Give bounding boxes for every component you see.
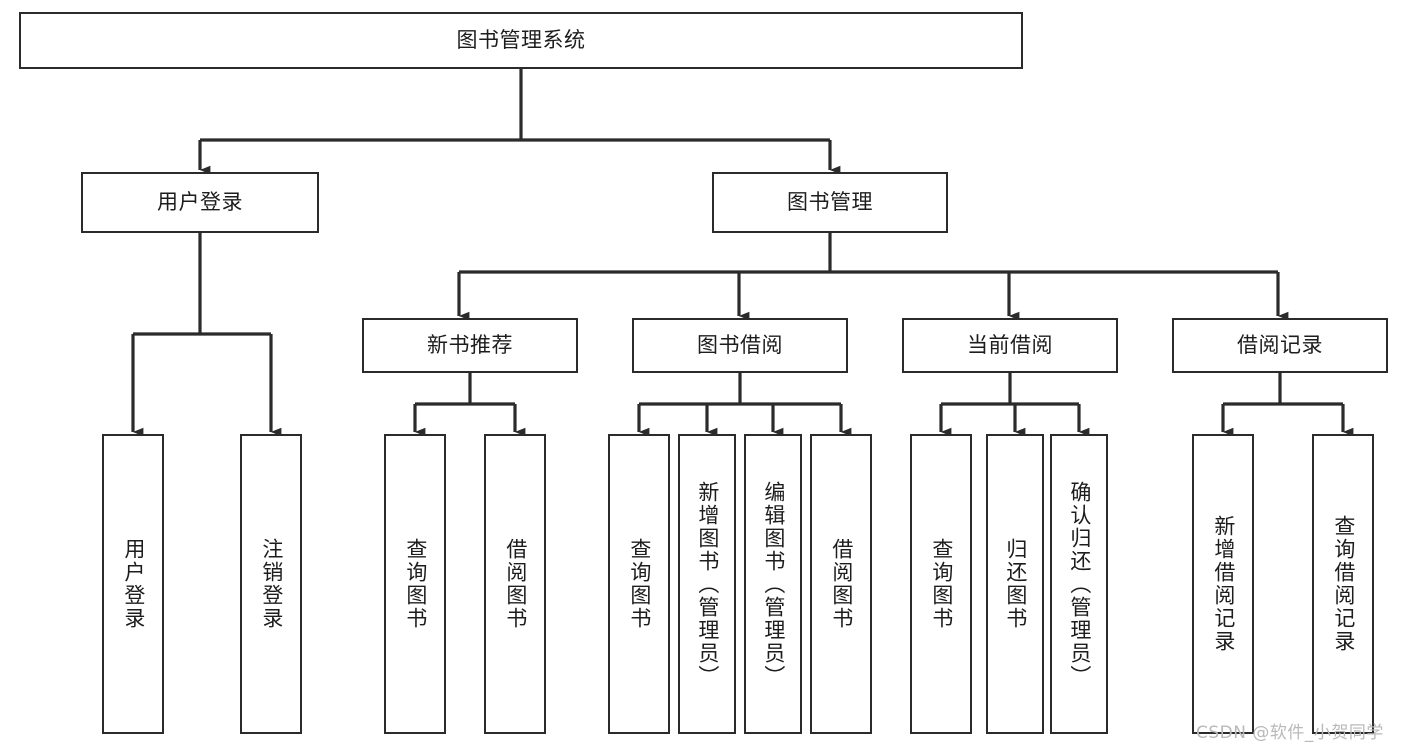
node-leaf-confirm-return[interactable]: 确认归还（管理员） [1050,434,1108,734]
node-leaf-return-book-label: 归还图书 [1003,538,1028,630]
node-leaf-borrow-book-2-label: 借阅图书 [829,538,854,630]
node-book-borrow-label: 图书借阅 [697,332,783,357]
node-leaf-query-book-1[interactable]: 查询图书 [384,434,446,734]
csdn-watermark: CSDN @软件_小贺同学 [1196,723,1384,743]
node-leaf-edit-book[interactable]: 编辑图书（管理员） [744,434,802,734]
node-leaf-add-book[interactable]: 新增图书（管理员） [678,434,736,734]
node-root-label: 图书管理系统 [456,27,586,52]
node-book-manage-label: 图书管理 [787,189,873,214]
node-root[interactable]: 图书管理系统 [19,12,1023,69]
node-leaf-query-book-2-label: 查询图书 [627,538,652,630]
node-borrow-record-label: 借阅记录 [1237,332,1323,357]
node-new-book-recommend[interactable]: 新书推荐 [362,318,578,373]
node-leaf-add-book-label: 新增图书（管理员） [695,480,720,688]
node-borrow-record[interactable]: 借阅记录 [1172,318,1388,373]
node-leaf-query-record[interactable]: 查询借阅记录 [1312,434,1374,734]
node-leaf-borrow-book-1[interactable]: 借阅图书 [484,434,546,734]
node-current-borrow[interactable]: 当前借阅 [902,318,1118,373]
node-leaf-user-login[interactable]: 用户登录 [102,434,164,734]
node-book-manage[interactable]: 图书管理 [712,172,948,233]
node-leaf-borrow-book-1-label: 借阅图书 [503,538,528,630]
node-leaf-user-login-label: 用户登录 [121,538,146,630]
node-leaf-borrow-book-2[interactable]: 借阅图书 [810,434,872,734]
node-leaf-query-record-label: 查询借阅记录 [1331,515,1356,653]
node-leaf-confirm-return-label: 确认归还（管理员） [1067,480,1092,688]
node-book-borrow[interactable]: 图书借阅 [632,318,848,373]
node-leaf-return-book[interactable]: 归还图书 [986,434,1044,734]
node-current-borrow-label: 当前借阅 [967,332,1053,357]
node-leaf-user-logout[interactable]: 注销登录 [240,434,302,734]
node-user-login-label: 用户登录 [157,189,243,214]
node-leaf-add-record[interactable]: 新增借阅记录 [1192,434,1254,734]
node-leaf-query-book-3[interactable]: 查询图书 [910,434,972,734]
node-leaf-query-book-1-label: 查询图书 [403,538,428,630]
node-new-book-recommend-label: 新书推荐 [427,332,513,357]
node-leaf-edit-book-label: 编辑图书（管理员） [761,480,786,688]
node-leaf-query-book-2[interactable]: 查询图书 [608,434,670,734]
node-leaf-query-book-3-label: 查询图书 [929,538,954,630]
node-leaf-user-logout-label: 注销登录 [259,538,284,630]
node-user-login[interactable]: 用户登录 [81,172,319,233]
node-leaf-add-record-label: 新增借阅记录 [1211,515,1236,653]
